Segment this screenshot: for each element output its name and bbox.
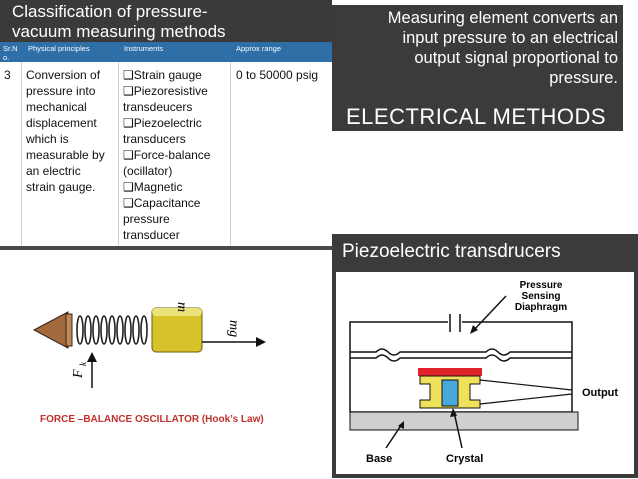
cell-range: 0 to 50000 psig (236, 68, 319, 82)
table-header: Sr.N o. Physical principles Instruments … (0, 42, 332, 62)
arrow-head (87, 352, 97, 362)
arrow-head (470, 325, 478, 334)
piezo-title: Piezoelectric transdrucers (332, 234, 638, 270)
mass-label: m (174, 302, 189, 312)
classification-title-line1: Classification of pressure- (12, 2, 208, 21)
mg-label: mg (226, 320, 241, 337)
header-sr-no: Sr.N o. (3, 44, 18, 62)
principle-line: mechanical (26, 100, 87, 114)
base-arrow (385, 423, 403, 449)
spring (76, 315, 148, 345)
instrument-line: (ocillator) (123, 164, 173, 178)
cell-principle: Conversion of pressure into mechanical d… (26, 67, 105, 195)
spring-anchor-base (65, 313, 73, 347)
base (349, 411, 579, 431)
diaphragm-label: Pressure (520, 280, 563, 291)
diaphragm-line (350, 348, 572, 356)
instrument-line: transducer (123, 228, 180, 242)
instrument-line: ❑Magnetic (123, 180, 183, 194)
crystal (441, 379, 459, 407)
description-line: pressure. (549, 69, 618, 87)
arrow-head (450, 408, 457, 417)
principle-line: displacement (26, 116, 97, 130)
oscillator-diagram: m mg F k (20, 290, 320, 400)
diaphragm-label: Sensing (522, 291, 561, 302)
electrical-methods-heading: ELECTRICAL METHODS (346, 104, 607, 129)
column-divider (21, 62, 22, 246)
instrument-line: transdeucers (123, 100, 193, 114)
column-divider (230, 62, 231, 246)
principle-line: an electric (26, 164, 81, 178)
output-wire (479, 379, 573, 391)
diaphragm-arrow (471, 295, 507, 333)
divider (0, 246, 332, 250)
mass-highlight (152, 308, 202, 316)
classification-title: Classification of pressure- vacuum measu… (0, 0, 332, 42)
instrument-line: ❑Strain gauge (123, 68, 202, 82)
fk-label: F (71, 369, 86, 379)
fk-subscript: k (78, 361, 88, 366)
capacitor-gap (448, 316, 462, 330)
arrow-head (256, 337, 266, 347)
oscillator-svg: m mg F k (32, 302, 266, 388)
header-approx-range: Approx range (236, 44, 282, 53)
principle-line: Conversion of (26, 68, 101, 82)
base-label: Base (366, 453, 392, 465)
column-divider (118, 62, 119, 246)
output-label: Output (582, 387, 618, 399)
piezo-diagram-svg: Pressure Sensing Diaphragm Output Base C… (349, 280, 618, 465)
principle-line: measurable by (26, 148, 105, 162)
instrument-line: ❑Capacitance (123, 196, 201, 210)
principle-line: pressure into (26, 84, 96, 98)
oscillator-caption: FORCE –BALANCE OSCILLATOR (Hook’s Law) (40, 414, 264, 425)
piezo-diagram: Pressure Sensing Diaphragm Output Base C… (336, 272, 634, 474)
principle-line: strain gauge. (26, 180, 96, 194)
header-physical-principles: Physical principles (28, 44, 90, 53)
description-line: Measuring element converts an (387, 9, 618, 27)
electrical-description: Measuring element converts an input pres… (338, 8, 618, 88)
electrode-plate (418, 368, 482, 376)
instrument-line: pressure (123, 212, 170, 226)
crystal-label: Crystal (446, 453, 483, 465)
arrow-head (398, 421, 404, 429)
cell-instruments: ❑Strain gauge ❑Piezoresistive transdeuce… (123, 67, 210, 243)
description-line: input pressure to an electrical (402, 29, 618, 47)
instrument-line: ❑Force-balance (123, 148, 211, 162)
principle-line: which is (26, 132, 69, 146)
description-line: output signal proportional to (414, 49, 618, 67)
diaphragm-label: Diaphragm (515, 302, 567, 313)
header-instruments: Instruments (124, 44, 164, 53)
table-row: 3 Conversion of pressure into mechanical… (0, 62, 332, 246)
output-wire (479, 393, 573, 405)
instrument-line: transducers (123, 132, 186, 146)
electrical-panel (332, 5, 623, 131)
instrument-line: ❑Piezoresistive (123, 84, 208, 98)
crystal-arrow (453, 411, 463, 449)
spring-anchor (32, 311, 69, 349)
diaphragm-line (350, 354, 572, 362)
instrument-line: ❑Piezoelectric (123, 116, 202, 130)
cell-sr-no: 3 (4, 68, 11, 82)
classification-title-line2: vacuum measuring methods (12, 22, 226, 41)
